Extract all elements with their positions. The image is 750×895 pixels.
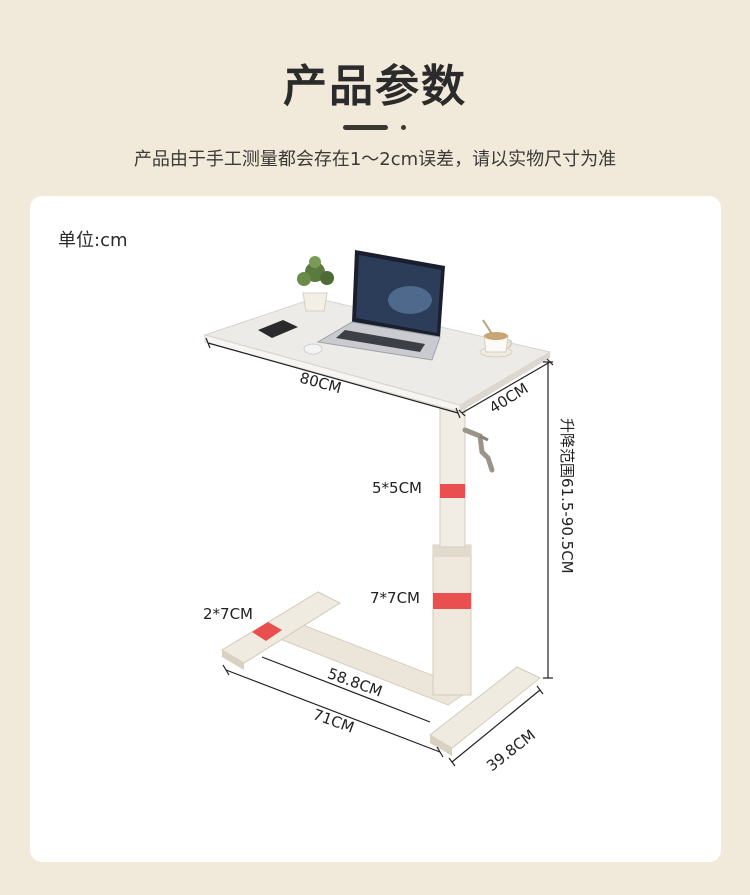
page-subtitle: 产品由于手工测量都会存在1～2cm误差，请以实物尺寸为准 xyxy=(133,149,617,170)
phone-illustration xyxy=(258,320,298,338)
mouse-illustration xyxy=(303,343,323,355)
crank-handle xyxy=(462,427,495,473)
title-underline xyxy=(343,125,388,130)
base-depth-label: 39.8CM xyxy=(483,726,539,775)
coffee-cup-illustration xyxy=(479,319,513,358)
column-upper-marker xyxy=(440,484,465,498)
title-underline-dot xyxy=(401,125,406,130)
unit-label: 单位:cm xyxy=(58,230,128,251)
column-lower-label: 7*7CM xyxy=(370,589,420,607)
dimension-lines xyxy=(205,337,554,767)
foot-label: 2*7CM xyxy=(203,605,253,623)
page-title: 产品参数 xyxy=(283,61,467,112)
laptop-illustration xyxy=(316,250,445,361)
height-range-label: 升降范围61.5-90.5CM xyxy=(558,418,576,574)
column-lower-marker xyxy=(433,593,471,609)
lift-column xyxy=(432,404,472,696)
plant-illustration xyxy=(297,256,334,312)
column-upper-label: 5*5CM xyxy=(372,479,422,497)
base-frame xyxy=(221,591,541,756)
foot-size-marker xyxy=(252,622,282,641)
base-outer-label: 71CM xyxy=(310,705,356,736)
